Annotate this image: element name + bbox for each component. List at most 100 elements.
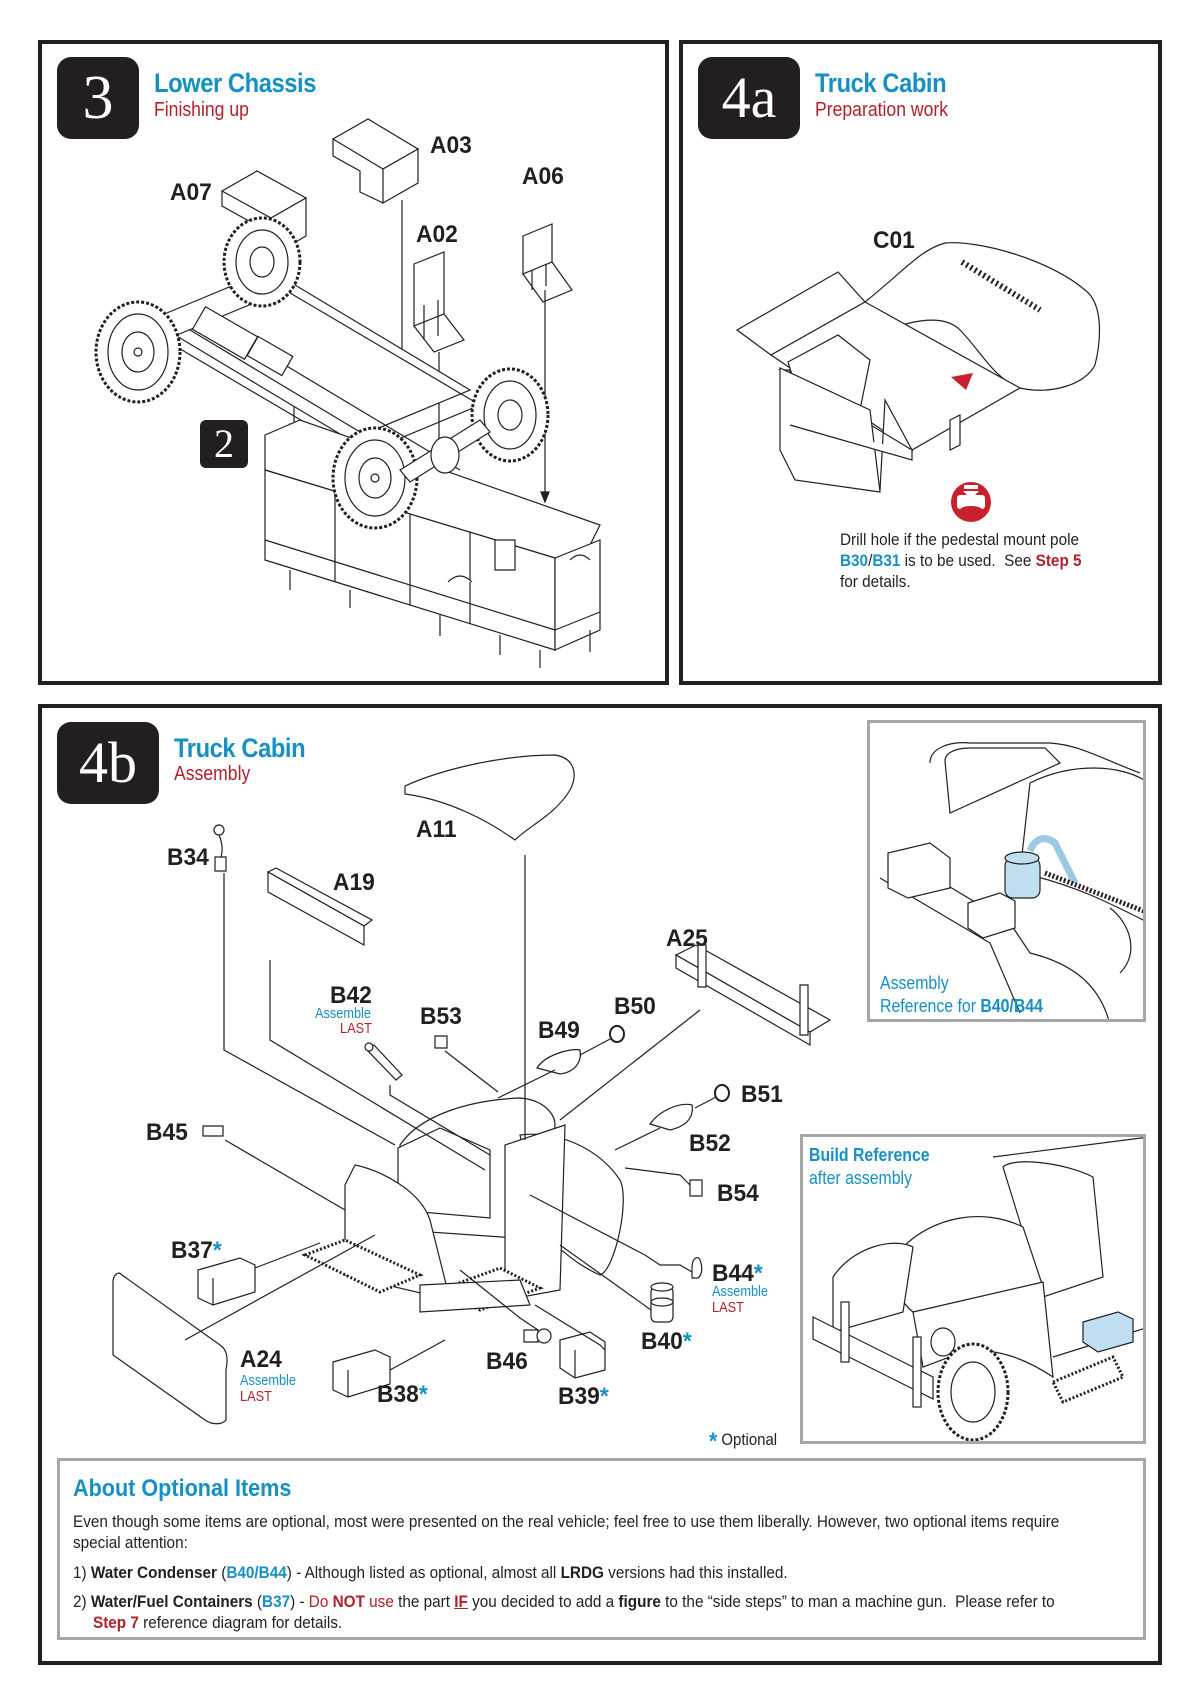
optional-items-intro-line-2: special attention:	[73, 1533, 188, 1552]
step-number: 3	[82, 64, 114, 132]
assembly-reference-line-2: Reference for B40/B44	[880, 996, 1043, 1017]
paren-open: (	[252, 1592, 263, 1611]
step-4b-badge: 4b	[57, 722, 159, 804]
do-label: Do	[308, 1592, 333, 1611]
part-label-b39: B39*	[558, 1383, 609, 1411]
item-tail: to the “side steps” to man a machine gun…	[660, 1592, 1055, 1611]
item-tail: versions had this installed.	[603, 1563, 788, 1582]
part-label-b54: B54	[717, 1180, 759, 1207]
part-label-b42: B42	[330, 982, 372, 1009]
part-label-a02: A02	[416, 221, 458, 248]
drill-note: Drill hole if the pedestal mount pole B3…	[840, 529, 1082, 592]
part-b34-shape	[214, 825, 226, 871]
part-label-b44: B44*	[712, 1260, 763, 1288]
part-code: B37	[171, 1237, 213, 1264]
reference-prefix: Reference for	[880, 996, 981, 1016]
part-label-b46: B46	[486, 1348, 528, 1375]
part-label-b37: B37*	[171, 1237, 222, 1265]
cabin-assembly-drawing	[0, 0, 1200, 1460]
part-code: B39	[558, 1383, 600, 1410]
wheel-rear-right	[224, 218, 300, 306]
part-b39-shape	[560, 1332, 605, 1378]
optional-star-icon: *	[709, 1428, 718, 1455]
separator: /	[868, 551, 873, 570]
build-reference-title: Build Reference	[809, 1145, 930, 1165]
part-b52-shape	[650, 1104, 692, 1130]
part-label-a25: A25	[666, 925, 708, 952]
optional-star: *	[753, 1260, 763, 1287]
optional-item-1: 1) Water Condenser (B40/B44) - Although …	[73, 1562, 788, 1583]
part-label-b38: B38*	[377, 1381, 428, 1409]
item-index: 2)	[73, 1592, 91, 1611]
part-b50-shape	[610, 1026, 624, 1042]
step-7-ref: Step 7	[93, 1613, 139, 1632]
paren-open: (	[216, 1563, 227, 1582]
build-reference-drawing	[812, 1137, 1143, 1441]
item-name: Water Condenser	[90, 1563, 217, 1582]
step-subtitle: Assembly	[174, 763, 251, 785]
optional-star: *	[599, 1383, 609, 1410]
reference-parts: B40/B44	[980, 996, 1043, 1016]
optional-legend-label: Optional	[721, 1430, 778, 1449]
part-label-c01: C01	[873, 227, 915, 254]
part-b40-shape	[651, 1283, 673, 1322]
step-number: 4a	[721, 65, 777, 130]
optional-legend: * Optional	[709, 1428, 777, 1456]
optional-items-intro-line-1: Even though some items are optional, mos…	[73, 1512, 1060, 1531]
part-b51-shape	[715, 1085, 729, 1101]
item-desc: ) - Although listed as optional, almost …	[286, 1563, 561, 1582]
part-b38-shape	[333, 1350, 390, 1397]
wheel-front-left	[333, 428, 417, 528]
part-b46-shape	[524, 1329, 551, 1343]
sub-step-2-badge: 2	[200, 420, 248, 468]
assembly-reference-box: Assembly Reference for B40/B44	[867, 720, 1146, 1022]
step-number: 4b	[79, 730, 137, 795]
front-axle	[400, 420, 490, 482]
part-code: B40	[641, 1328, 683, 1355]
step-3-badge: 3	[57, 57, 139, 139]
assemble-note: Assemble	[240, 1372, 296, 1389]
last-note: LAST	[712, 1299, 744, 1316]
optional-star: *	[212, 1237, 222, 1264]
part-label-a19: A19	[333, 869, 375, 896]
assembly-reference-drawing	[879, 742, 1143, 1019]
item-name: Water/Fuel Containers	[90, 1592, 253, 1611]
optional-star: *	[682, 1328, 692, 1355]
lrdg-label: LRDG	[560, 1563, 604, 1582]
mid-label: you decided to add a	[467, 1592, 619, 1611]
part-label-b53: B53	[420, 1003, 462, 1030]
part-b53-shape	[435, 1036, 447, 1048]
optional-items-title: About Optional Items	[73, 1475, 292, 1502]
drill-note-line-1: Drill hole if the pedestal mount pole	[840, 530, 1079, 549]
drill-hole-icon	[951, 482, 991, 522]
part-ref-b31: B31	[872, 551, 901, 570]
item-index: 1)	[73, 1563, 91, 1582]
chassis-frame	[150, 270, 480, 480]
part-label-b40: B40*	[641, 1328, 692, 1356]
part-b54-shape	[690, 1180, 702, 1196]
part-b45-shape	[203, 1126, 223, 1136]
if-label: IF	[454, 1592, 468, 1611]
item-dash: ) -	[290, 1592, 309, 1611]
part-b37-shape	[198, 1258, 255, 1305]
part-a06-shape	[523, 224, 572, 302]
part-label-b51: B51	[741, 1081, 783, 1108]
use-label: use	[364, 1592, 394, 1611]
part-b49-shape	[537, 1050, 580, 1074]
build-reference-box: Build Reference after assembly	[800, 1134, 1146, 1444]
lower-chassis-drawing	[0, 0, 700, 690]
drill-note-mid: is to be used. See	[900, 551, 1036, 570]
part-code: B44	[712, 1260, 754, 1287]
part-a02-shape	[414, 252, 464, 352]
build-reference-subtitle: after assembly	[809, 1168, 913, 1188]
assemble-note: Assemble	[315, 1005, 371, 1022]
leader-arrows	[185, 855, 716, 1370]
step-title: Lower Chassis	[154, 68, 316, 98]
last-note: LAST	[340, 1020, 372, 1037]
step-subtitle: Preparation work	[815, 99, 949, 121]
drill-note-line-3: for details.	[840, 572, 911, 591]
part-a03-shape	[333, 119, 418, 203]
part-a25-shape	[676, 945, 830, 1045]
part-label-b49: B49	[538, 1017, 580, 1044]
step-5-ref: Step 5	[1035, 551, 1082, 570]
